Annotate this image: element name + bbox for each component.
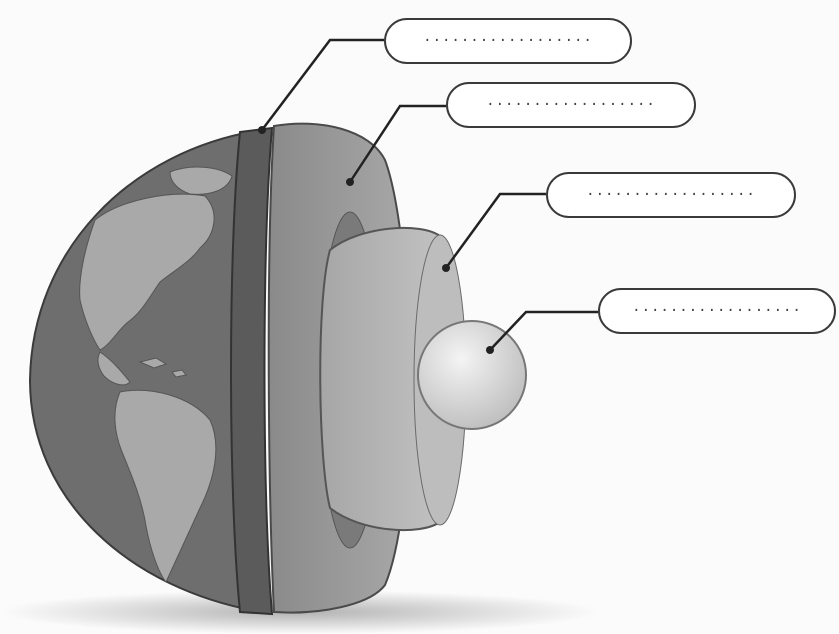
leader-dot-outer-core — [442, 264, 450, 272]
label-box-inner-core[interactable]: ·················· — [598, 288, 836, 334]
leader-dot-inner-core — [486, 346, 494, 354]
label-placeholder: ·················· — [423, 33, 593, 49]
label-box-outer-core[interactable]: ·················· — [546, 172, 796, 218]
label-box-mantle[interactable]: ·················· — [446, 82, 696, 128]
label-box-crust[interactable]: ·················· — [384, 18, 632, 64]
leader-line-outer-core — [446, 194, 546, 268]
label-placeholder: ·················· — [486, 97, 656, 113]
crust-layer — [231, 128, 272, 614]
label-placeholder: ·················· — [586, 187, 756, 203]
leader-dot-mantle — [346, 178, 354, 186]
leader-line-crust — [262, 40, 384, 130]
inner-core-layer — [418, 321, 526, 429]
label-placeholder: ·················· — [632, 303, 802, 319]
leader-dot-crust — [258, 126, 266, 134]
